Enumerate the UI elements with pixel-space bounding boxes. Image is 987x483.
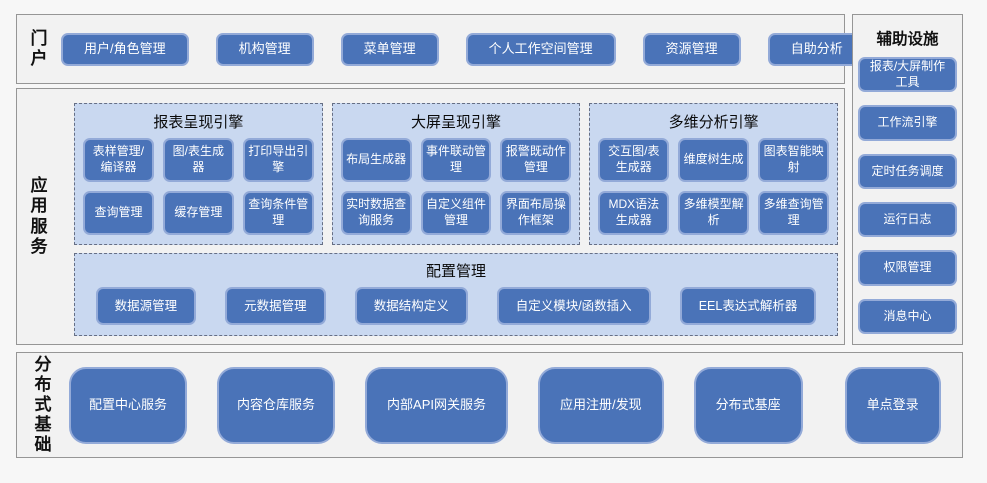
node-mdx-syntax-generator: MDX语法生成器 xyxy=(598,191,670,235)
node-style-management-compiler: 表样管理/编译器 xyxy=(83,138,154,182)
portal-label-column: 门户 xyxy=(17,15,61,83)
app-services-section-label: 应用服务 xyxy=(30,176,48,256)
node-alarm-action-management: 报警既动作管理 xyxy=(500,138,572,182)
node-multidim-model-parsing: 多维模型解析 xyxy=(678,191,750,235)
node-interactive-chart-generator: 交互图/表生成器 xyxy=(598,138,670,182)
olap-engine-title: 多维分析引擎 xyxy=(668,114,759,131)
aux-node-column: 报表/大屏制作工具 工作流引擎 定时任务调度 运行日志 权限管理 消息中心 xyxy=(858,57,957,334)
app-services-section: 应用服务 报表呈现引擎 表样管理/编译器 图/表生成器 打印导出引擎 查询管理 … xyxy=(16,88,845,345)
olap-engine-panel: 多维分析引擎 交互图/表生成器 维度树生成 图表智能映射 MDX语法生成器 多维… xyxy=(589,103,839,245)
node-metadata-management: 元数据管理 xyxy=(225,287,326,325)
node-scheduled-task-scheduler: 定时任务调度 xyxy=(858,153,957,189)
node-content-repo-service: 内容仓库服务 xyxy=(217,366,336,444)
node-ui-layout-framework: 界面布局操作框架 xyxy=(500,191,572,235)
dashboard-engine-panel: 大屏呈现引擎 布局生成器 事件联动管理 报警既动作管理 实时数据查询服务 自定义… xyxy=(331,103,581,245)
node-custom-module-function-insert: 自定义模块/函数插入 xyxy=(496,287,651,325)
node-app-register-discovery: 应用注册/发现 xyxy=(538,366,664,444)
report-engine-grid: 表样管理/编译器 图/表生成器 打印导出引擎 查询管理 缓存管理 查询条件管理 xyxy=(83,138,314,235)
distributed-section-label: 分布式基础 xyxy=(34,354,52,455)
node-cache-management: 缓存管理 xyxy=(162,191,234,235)
node-message-center: 消息中心 xyxy=(858,298,957,334)
node-multidim-query-management: 多维查询管理 xyxy=(758,191,830,235)
node-dimension-tree-generation: 维度树生成 xyxy=(678,138,750,182)
node-print-export-engine: 打印导出引擎 xyxy=(242,138,314,182)
node-query-management: 查询管理 xyxy=(83,191,154,235)
node-report-dashboard-tool: 报表/大屏制作工具 xyxy=(858,57,957,93)
node-resource-management: 资源管理 xyxy=(642,32,741,66)
aux-facilities-title: 辅助设施 xyxy=(876,31,939,48)
node-single-sign-on: 单点登录 xyxy=(844,366,941,444)
distributed-label-column: 分布式基础 xyxy=(17,353,69,457)
app-services-label-column: 应用服务 xyxy=(17,89,61,344)
node-org-management: 机构管理 xyxy=(215,32,314,66)
node-event-linkage-management: 事件联动管理 xyxy=(420,138,492,182)
node-run-log: 运行日志 xyxy=(858,201,957,238)
distributed-node-row: 配置中心服务 内容仓库服务 内部API网关服务 应用注册/发现 分布式基座 单点… xyxy=(69,353,967,457)
node-distributed-base: 分布式基座 xyxy=(693,366,803,444)
distributed-foundation-section: 分布式基础 配置中心服务 内容仓库服务 内部API网关服务 应用注册/发现 分布… xyxy=(16,352,963,458)
portal-node-row: 用户/角色管理 机构管理 菜单管理 个人工作空间管理 资源管理 自助分析 xyxy=(61,15,890,83)
olap-engine-grid: 交互图/表生成器 维度树生成 图表智能映射 MDX语法生成器 多维模型解析 多维… xyxy=(598,138,830,235)
node-internal-api-gateway-service: 内部API网关服务 xyxy=(365,366,508,444)
node-self-service-analysis: 自助分析 xyxy=(767,32,866,66)
node-permission-management: 权限管理 xyxy=(858,250,957,286)
report-engine-panel: 报表呈现引擎 表样管理/编译器 图/表生成器 打印导出引擎 查询管理 缓存管理 … xyxy=(74,103,323,245)
node-custom-component-management: 自定义组件管理 xyxy=(420,191,492,235)
app-services-content: 报表呈现引擎 表样管理/编译器 图/表生成器 打印导出引擎 查询管理 缓存管理 … xyxy=(61,89,844,344)
node-user-role-management: 用户/角色管理 xyxy=(61,32,189,66)
report-engine-title: 报表呈现引擎 xyxy=(153,114,244,131)
config-management-panel: 配置管理 数据源管理 元数据管理 数据结构定义 自定义模块/函数插入 EEL表达… xyxy=(74,253,838,336)
dashboard-engine-title: 大屏呈现引擎 xyxy=(411,114,502,131)
engines-row: 报表呈现引擎 表样管理/编译器 图/表生成器 打印导出引擎 查询管理 缓存管理 … xyxy=(74,103,839,245)
node-workflow-engine: 工作流引擎 xyxy=(858,105,957,141)
node-data-structure-definition: 数据结构定义 xyxy=(354,287,468,325)
node-query-condition-management: 查询条件管理 xyxy=(242,191,314,235)
node-chart-smart-mapping: 图表智能映射 xyxy=(758,138,830,182)
node-realtime-data-query-service: 实时数据查询服务 xyxy=(340,191,412,235)
config-node-row: 数据源管理 元数据管理 数据结构定义 自定义模块/函数插入 EEL表达式解析器 xyxy=(83,287,829,325)
node-layout-generator: 布局生成器 xyxy=(340,138,412,182)
node-chart-table-generator: 图/表生成器 xyxy=(162,138,234,182)
node-eel-expression-parser: EEL表达式解析器 xyxy=(679,287,817,325)
node-personal-workspace-management: 个人工作空间管理 xyxy=(465,32,616,66)
node-datasource-management: 数据源管理 xyxy=(95,287,197,325)
node-config-center-service: 配置中心服务 xyxy=(69,366,188,444)
node-menu-management: 菜单管理 xyxy=(340,32,439,66)
dashboard-engine-grid: 布局生成器 事件联动管理 报警既动作管理 实时数据查询服务 自定义组件管理 界面… xyxy=(340,138,572,235)
config-management-title: 配置管理 xyxy=(425,263,486,280)
portal-section: 门户 用户/角色管理 机构管理 菜单管理 个人工作空间管理 资源管理 自助分析 xyxy=(16,14,866,84)
aux-facilities-section: 辅助设施 报表/大屏制作工具 工作流引擎 定时任务调度 运行日志 权限管理 消息… xyxy=(852,14,963,345)
portal-section-label: 门户 xyxy=(30,28,48,68)
